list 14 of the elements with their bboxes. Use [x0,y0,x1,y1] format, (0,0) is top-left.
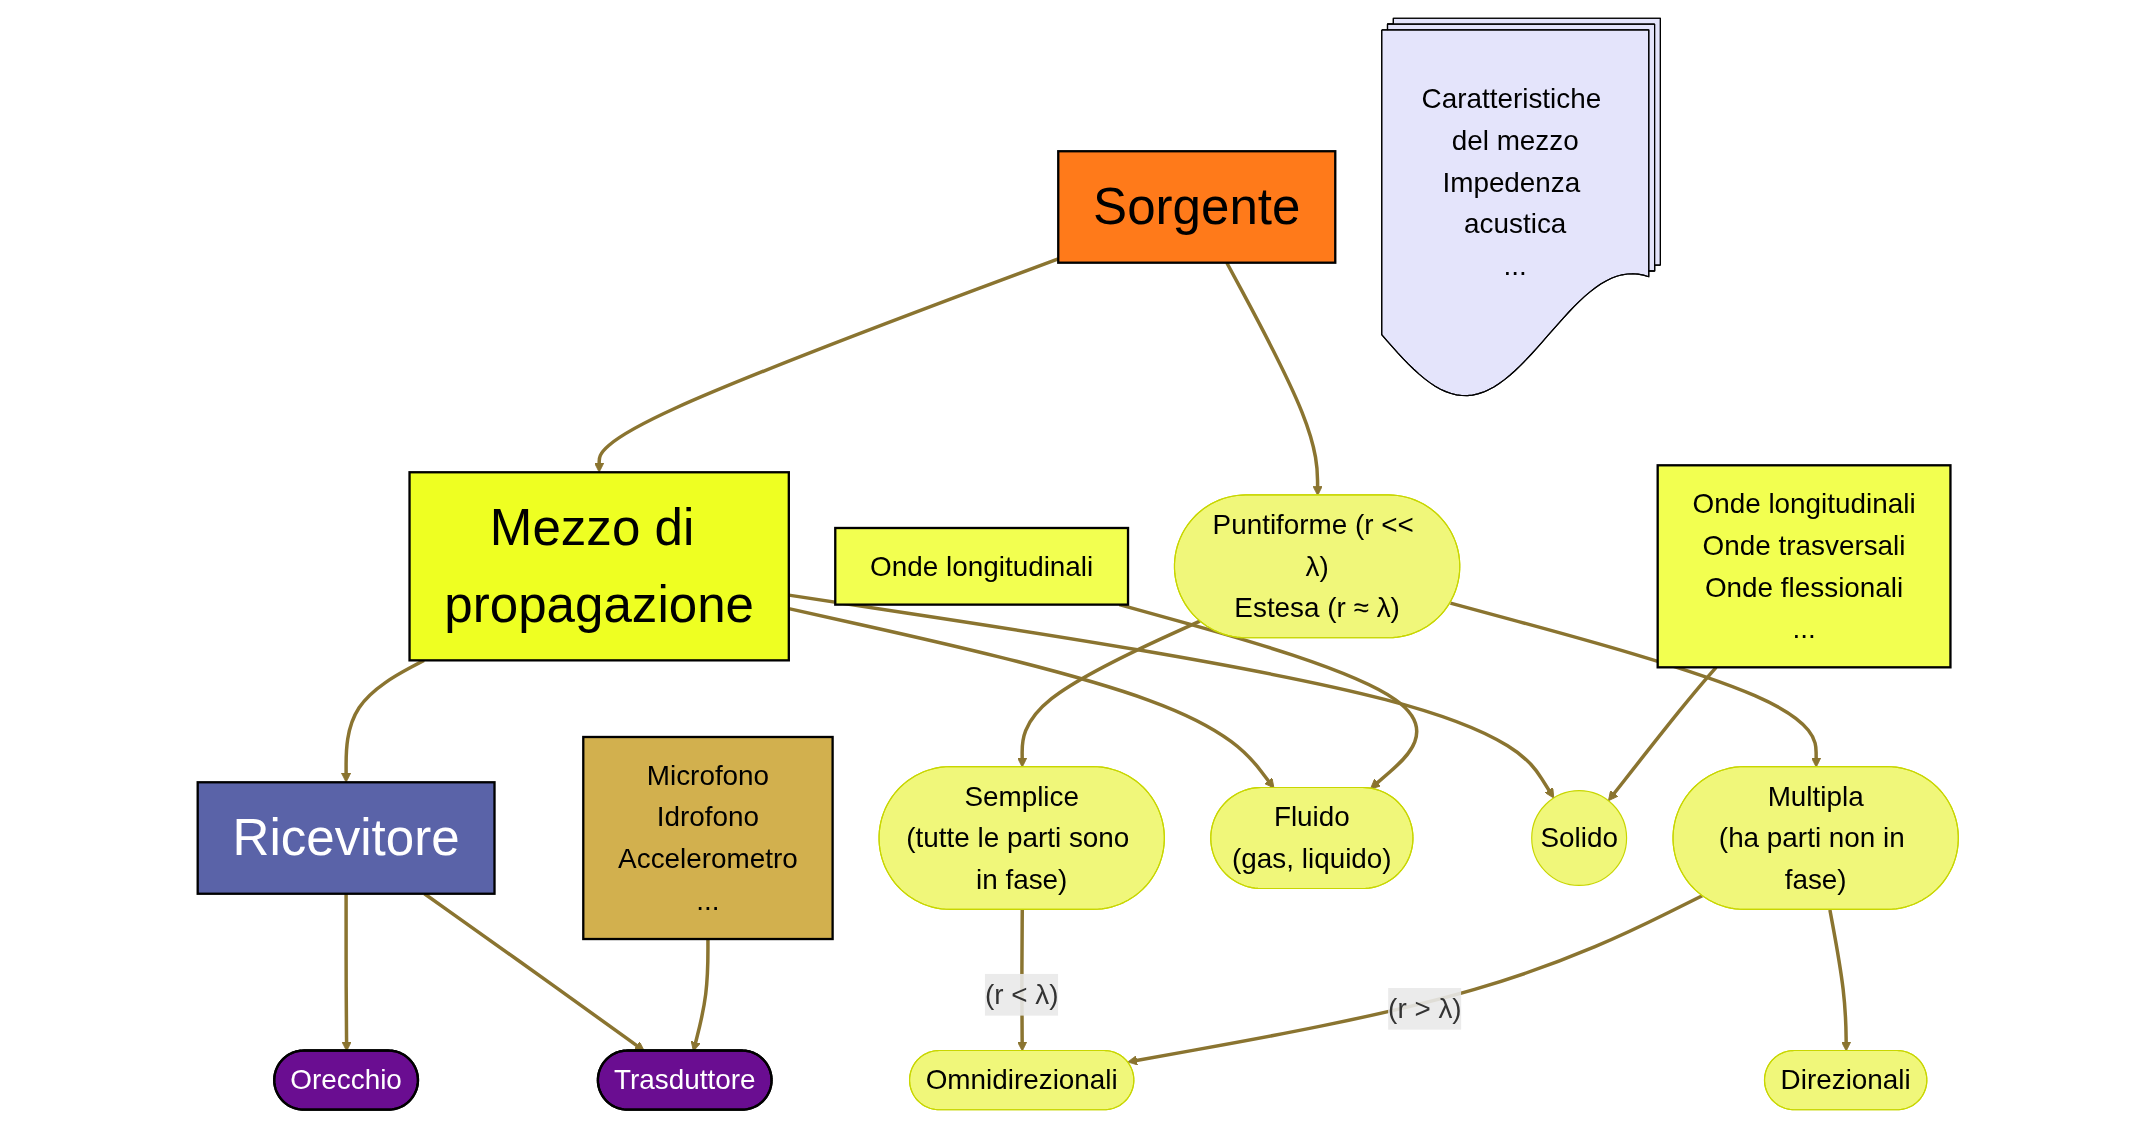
node-box: Sorgente [1057,149,1337,264]
node-box: Ricevitore [196,780,496,895]
node-box: Mezzo di propagazione [408,470,790,661]
arrow [788,592,1555,798]
node-circle: Solido [1531,789,1628,886]
arrow [1127,893,1703,1065]
arrow [788,606,1275,789]
arrow [1017,618,1201,768]
edge-label: (r < λ) [984,978,1059,1010]
node-box: Onde longitudinali Onde trasversali Onde flessionali ... [1656,463,1952,668]
edge-label: (r > λ) [1388,992,1462,1024]
node-box: Microfono Idrofono Accelerometro ... [582,735,834,940]
node-box: Onde longitudinali [834,526,1130,606]
arrow [1450,600,1822,768]
